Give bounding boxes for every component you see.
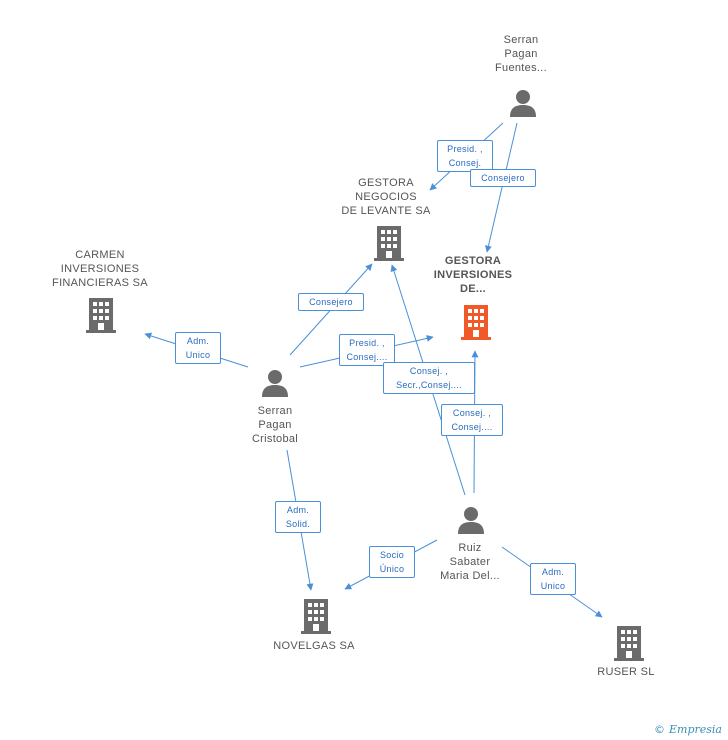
label-line: Serran [257, 405, 293, 417]
edge-label-line: Presid. , [447, 144, 483, 154]
edge-label-line: Presid. , [349, 338, 385, 348]
label-line: RUSER SL [597, 666, 655, 678]
edge-label-line: Único [379, 564, 405, 574]
label-line: Pagan [258, 419, 292, 431]
node-label-ruser[interactable]: RUSER SL [576, 665, 676, 679]
edge-label-line: Secr.,Consej.... [396, 380, 462, 390]
building-icon-focus[interactable] [461, 304, 491, 340]
label-line: Fuentes... [495, 62, 547, 74]
node-label-serran-pagan-fuentes[interactable]: Serran Pagan Fuentes... [471, 33, 571, 75]
edge-label-presid-consej[interactable]: Presid. , Consej.... [339, 334, 395, 366]
edge-label-line: Unico [540, 581, 566, 591]
edge-label-consejero[interactable]: Consejero [470, 169, 536, 187]
label-line: NEGOCIOS [355, 191, 417, 203]
label-line: Maria Del... [440, 570, 500, 582]
label-line: INVERSIONES [60, 263, 140, 275]
label-line: Cristobal [251, 433, 299, 445]
building-icon[interactable] [614, 625, 644, 661]
edge-label-line: Consej.... [451, 422, 493, 432]
brand-watermark: © Empresia [654, 723, 722, 736]
building-icon[interactable] [374, 225, 404, 261]
label-line: INVERSIONES [433, 269, 513, 281]
label-line: CARMEN [75, 249, 125, 261]
copyright-icon: © [654, 723, 665, 736]
edge-label-line: Unico [185, 350, 211, 360]
label-line: Serran [503, 34, 539, 46]
edge-label-adm-solid[interactable]: Adm. Solid. [275, 501, 321, 533]
building-icon[interactable] [301, 598, 331, 634]
label-line: DE LEVANTE SA [341, 205, 431, 217]
edge-label-adm-unico[interactable]: Adm. Unico [175, 332, 221, 364]
label-line: DE... [460, 283, 486, 295]
node-label-carmen-inversiones[interactable]: CARMEN INVERSIONES FINANCIERAS SA [45, 248, 155, 290]
edge-label-line: Consej. , [452, 408, 492, 418]
edge-label-line: Adm. [541, 567, 565, 577]
edge-label-line: Consej.... [346, 352, 388, 362]
person-icon[interactable] [457, 505, 485, 535]
label-line: FINANCIERAS SA [52, 277, 148, 289]
edge-label-adm-unico[interactable]: Adm. Unico [530, 563, 576, 595]
label-line: Pagan [504, 48, 538, 60]
node-label-gestora-inversiones[interactable]: GESTORA INVERSIONES DE... [423, 254, 523, 296]
person-icon[interactable] [509, 88, 537, 118]
edge-label-consej-secr[interactable]: Consej. , Secr.,Consej.... [383, 362, 475, 394]
label-line: Sabater [449, 556, 491, 568]
edge-label-socio-unico[interactable]: Socio Único [369, 546, 415, 578]
edge-label-line: Adm. [186, 336, 210, 346]
label-line: Ruiz [458, 542, 482, 554]
node-label-gestora-negocios[interactable]: GESTORA NEGOCIOS DE LEVANTE SA [331, 176, 441, 218]
person-icon[interactable] [261, 368, 289, 398]
node-label-ruiz-sabater[interactable]: Ruiz Sabater Maria Del... [420, 541, 520, 583]
edge-label-line: Consej. [448, 158, 482, 168]
edge-label-line: Adm. [286, 505, 310, 515]
label-line: NOVELGAS SA [273, 640, 355, 652]
edge-label-line: Consejero [481, 173, 525, 183]
edge-label-line: Consej. , [409, 366, 449, 376]
node-label-novelgas[interactable]: NOVELGAS SA [264, 639, 364, 653]
brand-name: Empresia [669, 723, 722, 736]
edge-label-line: Socio [379, 550, 404, 560]
edge-label-consejero[interactable]: Consejero [298, 293, 364, 311]
edge-label-consej-consej[interactable]: Consej. , Consej.... [441, 404, 503, 436]
edge-line [485, 122, 518, 253]
label-line: GESTORA [444, 255, 502, 267]
building-icon[interactable] [86, 297, 116, 333]
node-label-serran-pagan-cristobal[interactable]: Serran Pagan Cristobal [225, 404, 325, 446]
label-line: GESTORA [358, 177, 414, 189]
edge-label-line: Solid. [285, 519, 311, 529]
edge-label-presid-consej[interactable]: Presid. , Consej. [437, 140, 493, 172]
edge-label-line: Consejero [309, 297, 353, 307]
